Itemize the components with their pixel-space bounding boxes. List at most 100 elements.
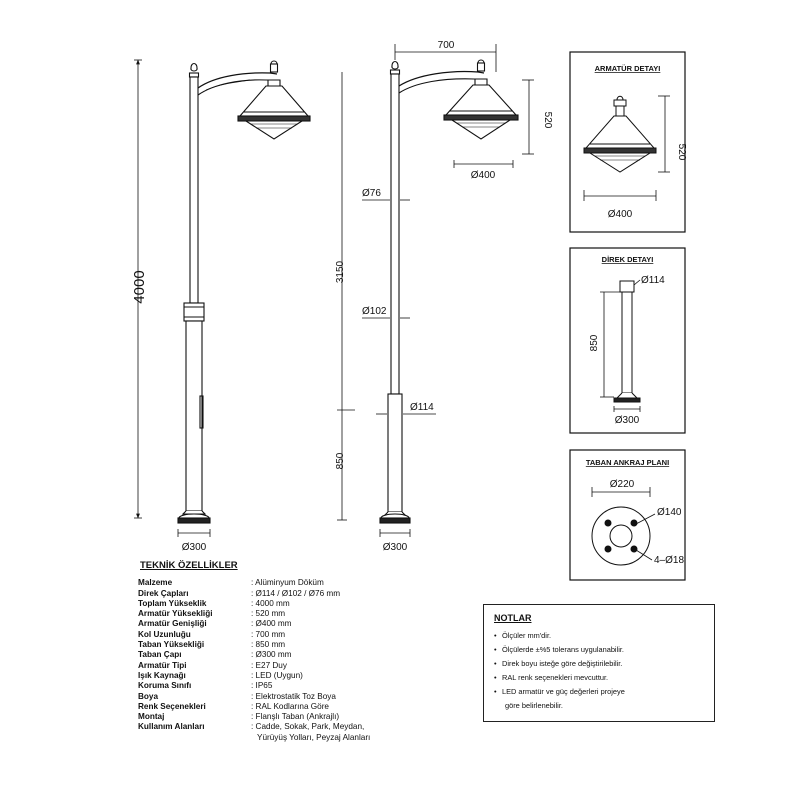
pole-arm: [197, 72, 278, 89]
notes-item: • Direk boyu isteğe göre değiştirilebilir…: [494, 657, 704, 671]
luminaire-right: [443, 59, 519, 140]
spec-label: Armatür Genişliği: [138, 619, 207, 629]
armature-height-label: 520: [676, 144, 687, 161]
notes-item: • Ölçüler mm'dir.: [494, 629, 704, 643]
spec-label: Armatür Yüksekliği: [138, 609, 213, 619]
pole-service-door: [199, 395, 204, 429]
spec-row: Işık Kaynağı : LED (Uygun): [138, 671, 418, 681]
spec-value: : Ø114 / Ø102 / Ø76 mm: [251, 588, 341, 598]
label-lower-pole-dia: Ø114: [410, 402, 434, 413]
pole-lower-shaft: [387, 393, 403, 513]
spec-value: : IP65: [251, 681, 273, 691]
spec-label: Kullanım Alanları: [138, 722, 205, 732]
bullet-icon: •: [494, 645, 497, 654]
label-pole-height: 3150: [335, 260, 346, 283]
anchor-outer-label: Ø220: [610, 479, 635, 490]
pole-detail-drawing: [613, 280, 641, 403]
technical-specs: TEKNİK ÖZELLİKLER Malzeme: Alüminyum Dök…: [138, 560, 418, 743]
label-upper-pole-dia: Ø76: [362, 188, 381, 199]
spec-row: Direk Çapları : Ø114 / Ø102 / Ø76 mm: [138, 589, 418, 599]
label-luminaire-height: 520: [542, 112, 553, 129]
pole-detail-height-label: 850: [589, 334, 600, 351]
armature-detail-title: ARMATÜR DETAYI: [595, 64, 661, 73]
bullet-icon: •: [494, 631, 497, 640]
detail-box-pole: DİREK DETAYI Ø114 850 Ø300: [569, 247, 686, 434]
notes-text-line: göre belirlenebilir.: [505, 701, 563, 710]
label-base-height: 850: [335, 452, 346, 469]
spec-row: Taban Yüksekliği : 850 mm: [138, 640, 418, 650]
spec-label: Direk Çapları: [138, 588, 189, 598]
notes-box: NOTLAR •Ölçüler mm'dir. •Ölçülerde ±%5 t…: [483, 604, 715, 722]
dimension-arm-length: [394, 44, 497, 72]
dimension-base-left: [177, 529, 211, 537]
bullet-icon: •: [494, 659, 497, 668]
spec-value-line: : Cadde, Sokak, Park, Meydan,: [251, 722, 365, 732]
dimension-luminaire-dia: [453, 160, 514, 168]
spec-label: Montaj: [138, 712, 165, 722]
pole-upper-shaft: [189, 76, 199, 304]
spec-label: Koruma Sınıfı: [138, 681, 192, 691]
anchor-plan-dims: [591, 487, 656, 561]
anchor-detail-title: TABAN ANKRAJ PLANI: [586, 458, 669, 467]
spec-value: : Ø400 mm: [251, 619, 292, 629]
spec-value: : 700 mm: [251, 629, 286, 639]
spec-label: Taban Çapı: [138, 650, 182, 660]
detail-box-armature: ARMATÜR DETAYI 520 Ø400: [569, 51, 687, 233]
spec-value: : 850 mm: [251, 640, 286, 650]
pole-elevation-right: [379, 59, 519, 524]
dimension-luminaire-height: [522, 79, 534, 155]
spec-value: : E27 Duy: [251, 660, 287, 670]
spec-row: Armatür Genişliği : Ø400 mm: [138, 619, 418, 629]
spec-value: : LED (Uygun): [251, 670, 303, 680]
label-total-height: 4000: [131, 270, 148, 303]
spec-value: : Ø300 mm: [251, 650, 292, 660]
bullet-icon: •: [494, 673, 497, 682]
label-middle-pole-dia: Ø102: [362, 306, 387, 317]
spec-label: Taban Yüksekliği: [138, 640, 205, 650]
pole-elevation-left: [177, 60, 311, 524]
anchor-inner-label: Ø140: [657, 507, 682, 518]
anchor-plan-drawing: [591, 506, 651, 566]
spec-value-line: Yürüyüş Yolları, Peyzaj Alanları: [257, 732, 371, 742]
spec-row: Taban Çapı : Ø300 mm: [138, 650, 418, 660]
dimension-base-right: [379, 529, 411, 537]
spec-label: Armatür Tipi: [138, 660, 187, 670]
notes-text: Direk boyu isteğe göre değiştirilebilir.: [502, 659, 623, 668]
spec-row: Kol Uzunluğu: 700 mm: [138, 630, 418, 640]
label-luminaire-dia: Ø400: [471, 170, 496, 181]
luminaire-left: [237, 60, 311, 140]
dimension-total-height: [134, 59, 142, 519]
spec-label: Boya: [138, 691, 159, 701]
label-base-dia-left: Ø300: [182, 542, 207, 553]
notes-text: RAL renk seçenekleri mevcuttur.: [502, 673, 609, 682]
armature-dims: [583, 95, 670, 201]
spec-value: : Alüminyum Döküm: [251, 578, 324, 588]
spec-row: Boya: Elektrostatik Toz Boya: [138, 692, 418, 702]
notes-text: Ölçülerde ±%5 tolerans uygulanabilir.: [502, 645, 624, 654]
pole-upper-shaft: [390, 73, 400, 395]
spec-value: : 4000 mm: [251, 598, 290, 608]
spec-value: : Cadde, Sokak, Park, Meydan,Yürüyüş Yol…: [251, 722, 418, 743]
detail-box-anchor: TABAN ANKRAJ PLANI Ø220 Ø140 4–Ø18: [569, 449, 686, 581]
spec-row: Koruma Sınıfı : IP65: [138, 681, 418, 691]
spec-label: Işık Kaynağı: [138, 670, 186, 680]
pole-finial: [391, 60, 399, 70]
armature-detail-drawing: [583, 95, 657, 173]
armature-dia-label: Ø400: [608, 209, 633, 220]
notes-item: • Ölçülerde ±%5 tolerans uygulanabilir.: [494, 643, 704, 657]
notes-text-line: LED armatür ve güç değerleri projeye: [502, 687, 625, 696]
notes-text: Ölçüler mm'dir.: [502, 631, 552, 640]
pole-arm: [398, 70, 485, 87]
label-base-dia-right: Ø300: [383, 542, 408, 553]
notes-item: • RAL renk seçenekleri mevcuttur.: [494, 671, 704, 685]
spec-value: : RAL Kodlarına Göre: [251, 701, 329, 711]
label-arm-length: 700: [438, 40, 455, 51]
spec-value: : 520 mm: [251, 609, 286, 619]
spec-row: Toplam Yükseklik: 4000 mm: [138, 599, 418, 609]
pole-detail-dims: [600, 279, 641, 412]
pole-collar: [183, 302, 205, 322]
spec-row: Armatür Yüksekliği : 520 mm: [138, 609, 418, 619]
spec-row: Malzeme: Alüminyum Döküm: [138, 578, 418, 588]
